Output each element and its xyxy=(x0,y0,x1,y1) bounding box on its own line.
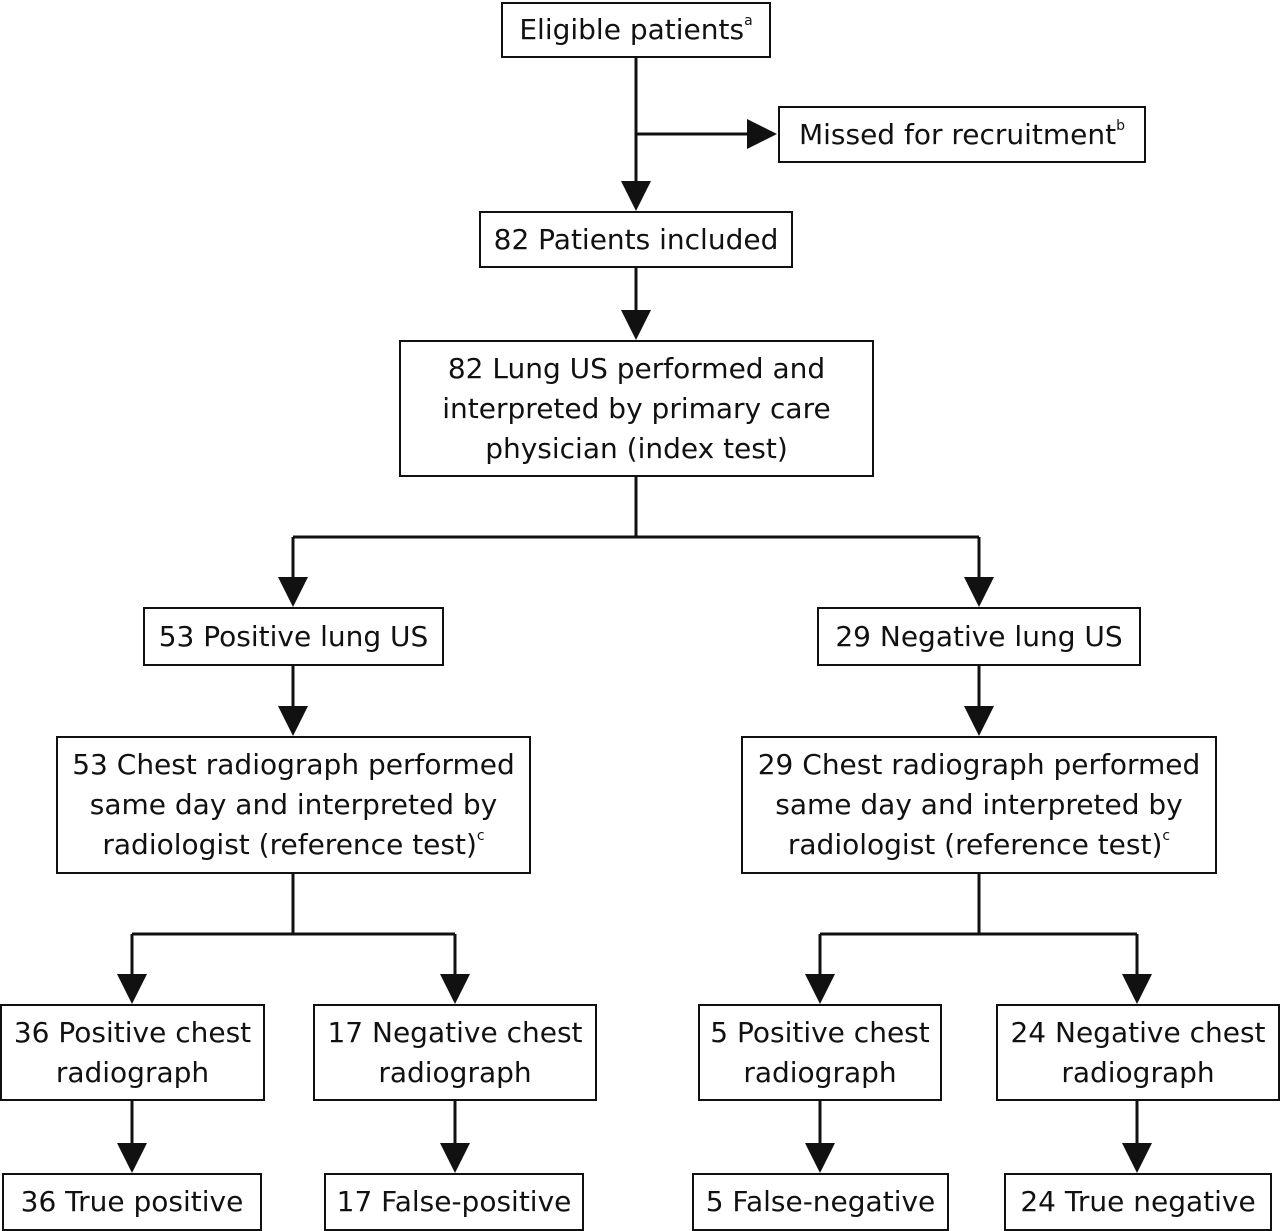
pos-cxr-b-line-2: radiograph xyxy=(743,1055,897,1089)
missed-recruitment-box: Missed for recruitmentb xyxy=(778,106,1146,163)
false-positive-text: 17 False-positive xyxy=(336,1185,572,1218)
negative-lung-us-text: 29 Negative lung US xyxy=(835,619,1123,653)
footnote-c: c xyxy=(476,828,485,844)
positive-lung-us-box: 53 Positive lung US xyxy=(143,607,444,666)
cxr-neg-line-3: radiologist (reference test) xyxy=(787,828,1163,861)
patients-included-text: 82 Patients included xyxy=(493,222,779,256)
footnote-a: a xyxy=(744,13,753,29)
cxr-pos-line-1: 53 Chest radiograph performed xyxy=(72,748,515,781)
cxr-pos-line-3: radiologist (reference test) xyxy=(102,828,477,861)
neg-cxr-a-line-1: 17 Negative chest xyxy=(327,1015,583,1049)
cxr-neg-line-1: 29 Chest radiograph performed xyxy=(757,748,1201,781)
patients-included-box: 82 Patients included xyxy=(479,211,793,268)
index-test-line-3: physician (index test) xyxy=(485,431,788,465)
cxr-pos-line-2: same day and interpreted by xyxy=(89,788,498,821)
true-positive-text: 36 True positive xyxy=(20,1185,244,1218)
footnote-b: b xyxy=(1116,117,1126,134)
negative-lung-us-box: 29 Negative lung US xyxy=(817,607,1141,666)
footnote-c: c xyxy=(1162,828,1171,844)
false-positive-box: 17 False-positive xyxy=(324,1173,584,1231)
false-negative-box: 5 False-negative xyxy=(692,1173,949,1231)
eligible-patients-box: Eligible patientsa xyxy=(501,2,771,58)
negative-chest-radiograph-a-box: 17 Negative chest radiograph xyxy=(313,1004,597,1101)
missed-recruitment-text: Missed for recruitment xyxy=(798,117,1117,151)
positive-chest-radiograph-b-box: 5 Positive chest radiograph xyxy=(698,1004,942,1101)
true-positive-box: 36 True positive xyxy=(2,1173,262,1231)
true-negative-box: 24 True negative xyxy=(1004,1173,1272,1231)
true-negative-text: 24 True negative xyxy=(1020,1185,1256,1218)
neg-cxr-b-line-1: 24 Negative chest xyxy=(1010,1015,1266,1049)
eligible-patients-text: Eligible patients xyxy=(519,13,745,46)
pos-cxr-b-line-1: 5 Positive chest xyxy=(710,1015,930,1049)
false-negative-text: 5 False-negative xyxy=(705,1185,936,1218)
negative-chest-radiograph-b-box: 24 Negative chest radiograph xyxy=(996,1004,1280,1101)
cxr-neg-line-2: same day and interpreted by xyxy=(775,788,1183,821)
neg-cxr-b-line-2: radiograph xyxy=(1061,1055,1215,1089)
index-test-line-2: interpreted by primary care xyxy=(442,391,831,425)
pos-cxr-a-line-1: 36 Positive chest xyxy=(13,1015,252,1049)
index-test-box: 82 Lung US performed and interpreted by … xyxy=(399,340,874,477)
neg-cxr-a-line-2: radiograph xyxy=(378,1055,532,1089)
positive-chest-radiograph-a-box: 36 Positive chest radiograph xyxy=(0,1004,265,1101)
pos-cxr-a-line-2: radiograph xyxy=(55,1055,210,1089)
index-test-line-1: 82 Lung US performed and xyxy=(447,351,826,385)
chest-radiograph-negative-branch-box: 29 Chest radiograph performed same day a… xyxy=(741,736,1217,874)
positive-lung-us-text: 53 Positive lung US xyxy=(158,619,429,653)
chest-radiograph-positive-branch-box: 53 Chest radiograph performed same day a… xyxy=(56,736,531,874)
